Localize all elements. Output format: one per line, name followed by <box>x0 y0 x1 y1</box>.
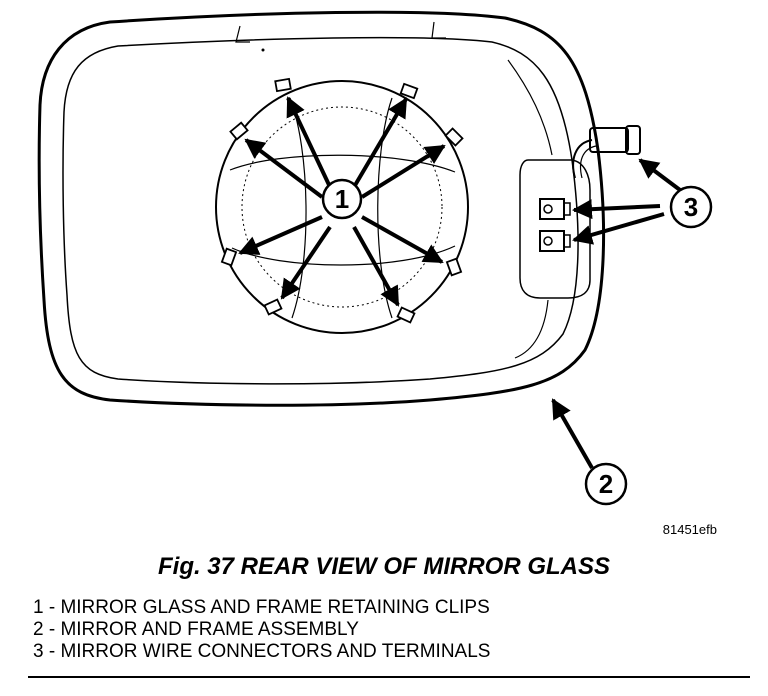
backing-inner-ring <box>241 106 443 308</box>
retaining-clip <box>229 121 249 141</box>
connector-boss <box>519 159 591 299</box>
wire-plug <box>589 127 629 153</box>
wire-lead <box>572 139 593 179</box>
arrow-1-clip <box>238 215 323 255</box>
wire-plug-tip <box>625 125 641 155</box>
terminal-lower <box>539 230 571 252</box>
svg-text:3: 3 <box>684 192 698 222</box>
callout-1: 1 <box>321 178 363 220</box>
arrow-3-terminal <box>572 212 665 245</box>
arrow-1-clip <box>244 138 324 199</box>
arrow-1-clip <box>361 215 444 264</box>
retaining-clip <box>274 77 292 93</box>
frame-rim-right <box>507 59 553 156</box>
leader-arrows <box>238 96 682 469</box>
mirror-frame <box>37 10 606 407</box>
svg-text:2: 2 <box>599 469 613 499</box>
figure-caption: Fig. 37 REAR VIEW OF MIRROR GLASS <box>157 553 611 580</box>
terminal-upper <box>539 198 571 220</box>
retaining-clip <box>396 306 416 324</box>
callout-2: 2 <box>584 462 628 506</box>
retaining-clip <box>445 257 463 277</box>
mirror-glass-backing <box>215 80 469 334</box>
frame-corner-notch-right <box>431 21 446 39</box>
legend-item: 3 - MIRROR WIRE CONNECTORS AND TERMINALS <box>33 641 491 662</box>
legend-item: 2 - MIRROR AND FRAME ASSEMBLY <box>33 619 359 640</box>
frame-inner-edge <box>62 36 579 385</box>
legend: 1 - MIRROR GLASS AND FRAME RETAINING CLI… <box>33 597 490 663</box>
arrow-1-clip <box>352 226 400 307</box>
backing-disc <box>215 80 469 334</box>
svg-text:1: 1 <box>335 184 349 214</box>
frame-dot <box>261 48 265 52</box>
retaining-clips <box>220 77 464 324</box>
arrow-1-clip <box>352 97 408 189</box>
arrow-3-plug <box>638 158 682 192</box>
image-code: 81451efb <box>663 522 717 537</box>
legend-item: 1 - MIRROR GLASS AND FRAME RETAINING CLI… <box>33 597 490 618</box>
retaining-clip <box>444 127 464 147</box>
frame-corner-notch-left <box>235 25 250 43</box>
frame-rim-lower <box>514 299 549 359</box>
retaining-clip <box>220 247 238 267</box>
backing-rib-upper <box>229 154 456 173</box>
arrow-1-clip <box>280 225 332 300</box>
arrow-2-frame <box>551 398 594 469</box>
wire-lead-inner <box>579 145 597 179</box>
bottom-rule <box>28 676 750 678</box>
arrow-1-clip <box>360 144 446 199</box>
connector-housing <box>519 125 641 299</box>
arrow-3-terminal <box>572 199 661 220</box>
callout-3: 3 <box>669 185 713 229</box>
retaining-clip <box>263 298 283 316</box>
retaining-clip <box>399 82 419 100</box>
frame-outer-edge <box>37 10 606 407</box>
arrow-1-clip <box>286 96 332 188</box>
